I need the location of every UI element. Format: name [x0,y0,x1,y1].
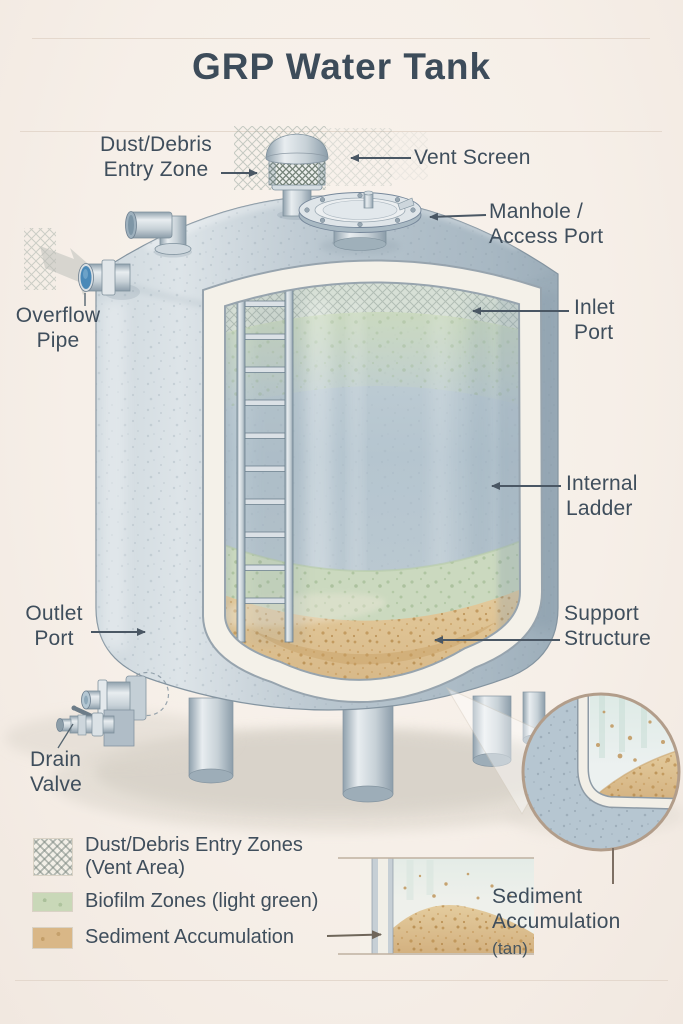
sediment-callout-sub: (tan) [492,939,528,958]
overflow-pipe-graphic [78,259,140,306]
vent-screen-graphic [265,133,329,220]
tank-interior [214,271,531,691]
sediment-rect-inset [326,857,534,955]
sediment-circle-inset [521,692,681,852]
sediment-legend-arrow [326,930,382,940]
tank-legs [188,691,546,803]
sediment-callout-text: Sediment Accumulation [492,885,621,933]
internal-ladder-graphic [236,271,304,644]
legend-swatch-biofilm-green [32,892,73,912]
drain-leader-line [57,723,74,749]
label-inlet-port: Inlet Port [574,296,615,344]
label-support-structure: Support Structure [564,602,651,650]
label-dust-entry-zone: Dust/Debris Entry Zone [100,133,212,181]
label-sediment-accumulation: Sediment Accumulation (tan) [492,859,620,986]
elbow-pipe-graphic [125,211,192,258]
drain-valve-graphic [56,705,135,749]
legend-swatch-sediment-tan [32,927,73,949]
label-drain-valve: Drain Valve [30,748,82,796]
cutaway-rim [202,259,544,703]
bottom-rule [15,980,668,981]
label-overflow-pipe: Overflow Pipe [15,304,101,352]
leader-arrows [91,154,614,884]
manhole-graphic [298,190,422,255]
legend-label-sediment: Sediment Accumulation [85,926,295,948]
label-vent-screen: Vent Screen [414,146,531,169]
label-manhole-access-port: Manhole / Access Port [489,200,604,248]
top-rule [32,38,650,39]
legend-label-biofilm: Biofilm Zones (light green) [85,890,319,912]
page-title: GRP Water Tank [191,46,492,87]
label-outlet-port: Outlet Port [25,602,83,650]
legend-swatch-dust-crosshatch [33,838,73,876]
legend-label-dust: Dust/Debris Entry Zones (Vent Area) [85,834,303,879]
arrow-manhole [429,212,487,221]
label-internal-ladder: Internal Ladder [566,472,638,520]
